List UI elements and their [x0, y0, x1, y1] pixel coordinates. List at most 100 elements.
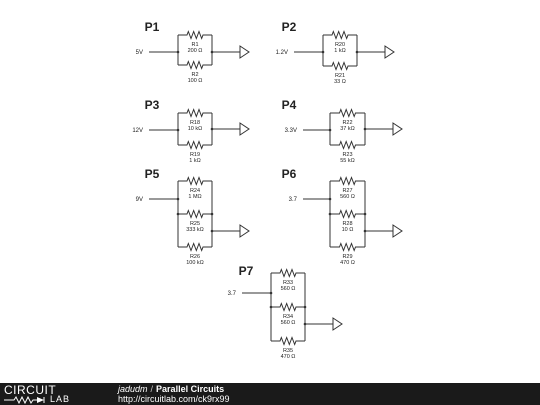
resistor-symbol: [330, 140, 365, 150]
resistor-value: 1 kΩ: [189, 158, 200, 164]
junction-dot: [328, 212, 332, 216]
resistor-value: 10 Ω: [342, 227, 354, 233]
junction-dot: [363, 212, 367, 216]
resistor-value: 1 kΩ: [334, 48, 345, 54]
resistor-value: 55 kΩ: [340, 158, 355, 164]
ground-arrow-icon: [392, 122, 403, 136]
resistor-name: R21: [335, 73, 345, 79]
resistor-name: R22: [342, 120, 352, 126]
circuit-title: P2: [282, 20, 297, 34]
resistor-symbol: [178, 140, 212, 150]
resistor-value: 470 Ω: [340, 260, 355, 266]
resistor-symbol: [323, 61, 357, 71]
footer-url-link[interactable]: http://circuitlab.com/ck9rx99: [118, 394, 230, 404]
junction-dot: [176, 212, 180, 216]
ground-arrow-icon: [239, 224, 250, 238]
resistor-symbol: [178, 108, 212, 118]
resistor-name: R23: [342, 152, 352, 158]
resistor-value: 560 Ω: [281, 320, 296, 326]
circuit-title: P3: [145, 98, 160, 112]
resistor-symbol: [271, 302, 305, 312]
resistor-value: 10 kΩ: [188, 126, 203, 132]
ground-arrow-icon: [239, 45, 250, 59]
junction-dot: [210, 212, 214, 216]
ground-arrow-icon: [239, 122, 250, 136]
circuit-title: P1: [145, 20, 160, 34]
resistor-symbol: [178, 60, 212, 70]
voltage-label: 5V: [136, 50, 143, 56]
voltage-label: 12V: [132, 128, 143, 134]
logo-text-bottom: LAB: [50, 394, 71, 404]
footer-separator: /: [150, 384, 154, 394]
junction-dot: [303, 305, 307, 309]
resistor-symbol: [323, 30, 357, 40]
footer-title-line: jadudm/Parallel Circuits: [118, 384, 224, 394]
circuit-title: P5: [145, 167, 160, 181]
resistor-value: 560 Ω: [281, 286, 296, 292]
resistor-name: R19: [190, 152, 200, 158]
circuitlab-logo[interactable]: CIRCUIT LAB: [4, 384, 92, 404]
resistor-value: 100 Ω: [188, 78, 203, 84]
voltage-label: 3.3V: [285, 128, 297, 134]
ground-arrow-icon: [332, 317, 343, 331]
resistor-value: 560 Ω: [340, 194, 355, 200]
resistor-symbol: [178, 30, 212, 40]
circuit-title: P4: [282, 98, 297, 112]
resistor-symbol: [330, 108, 365, 118]
voltage-label: 3.7: [289, 197, 298, 203]
resistor-name: R2: [191, 72, 198, 78]
resistor-symbol: [271, 336, 305, 346]
resistor-symbol: [178, 209, 212, 219]
resistor-name: R33: [283, 280, 293, 286]
resistor-symbol: [178, 242, 212, 252]
resistor-symbol: [330, 176, 365, 186]
resistor-value: 33 Ω: [334, 79, 346, 85]
resistor-name: R29: [342, 254, 352, 260]
circuit-title: P6: [282, 167, 297, 181]
resistor-name: R34: [283, 314, 293, 320]
circuit-title: P7: [239, 264, 254, 278]
resistor-symbol: [330, 209, 365, 219]
resistor-value: 37 kΩ: [340, 126, 355, 132]
ground-arrow-icon: [392, 224, 403, 238]
logo-text-top: CIRCUIT: [4, 383, 57, 397]
resistor-symbol: [178, 176, 212, 186]
resistor-symbol: [271, 268, 305, 278]
resistor-value: 470 Ω: [281, 354, 296, 360]
voltage-label: 9V: [136, 197, 143, 203]
resistor-name: R28: [342, 221, 352, 227]
resistor-value: 333 kΩ: [186, 227, 204, 233]
resistor-name: R20: [335, 42, 345, 48]
footer-username[interactable]: jadudm: [118, 384, 148, 394]
resistor-name: R35: [283, 348, 293, 354]
voltage-label: 1.2V: [276, 50, 288, 56]
ground-arrow-icon: [384, 45, 395, 59]
resistor-name: R24: [190, 188, 200, 194]
resistor-value: 200 Ω: [188, 48, 203, 54]
resistor-name: R1: [191, 42, 198, 48]
footer-bar: CIRCUIT LAB jadudm/Parallel Circuits htt…: [0, 383, 540, 405]
